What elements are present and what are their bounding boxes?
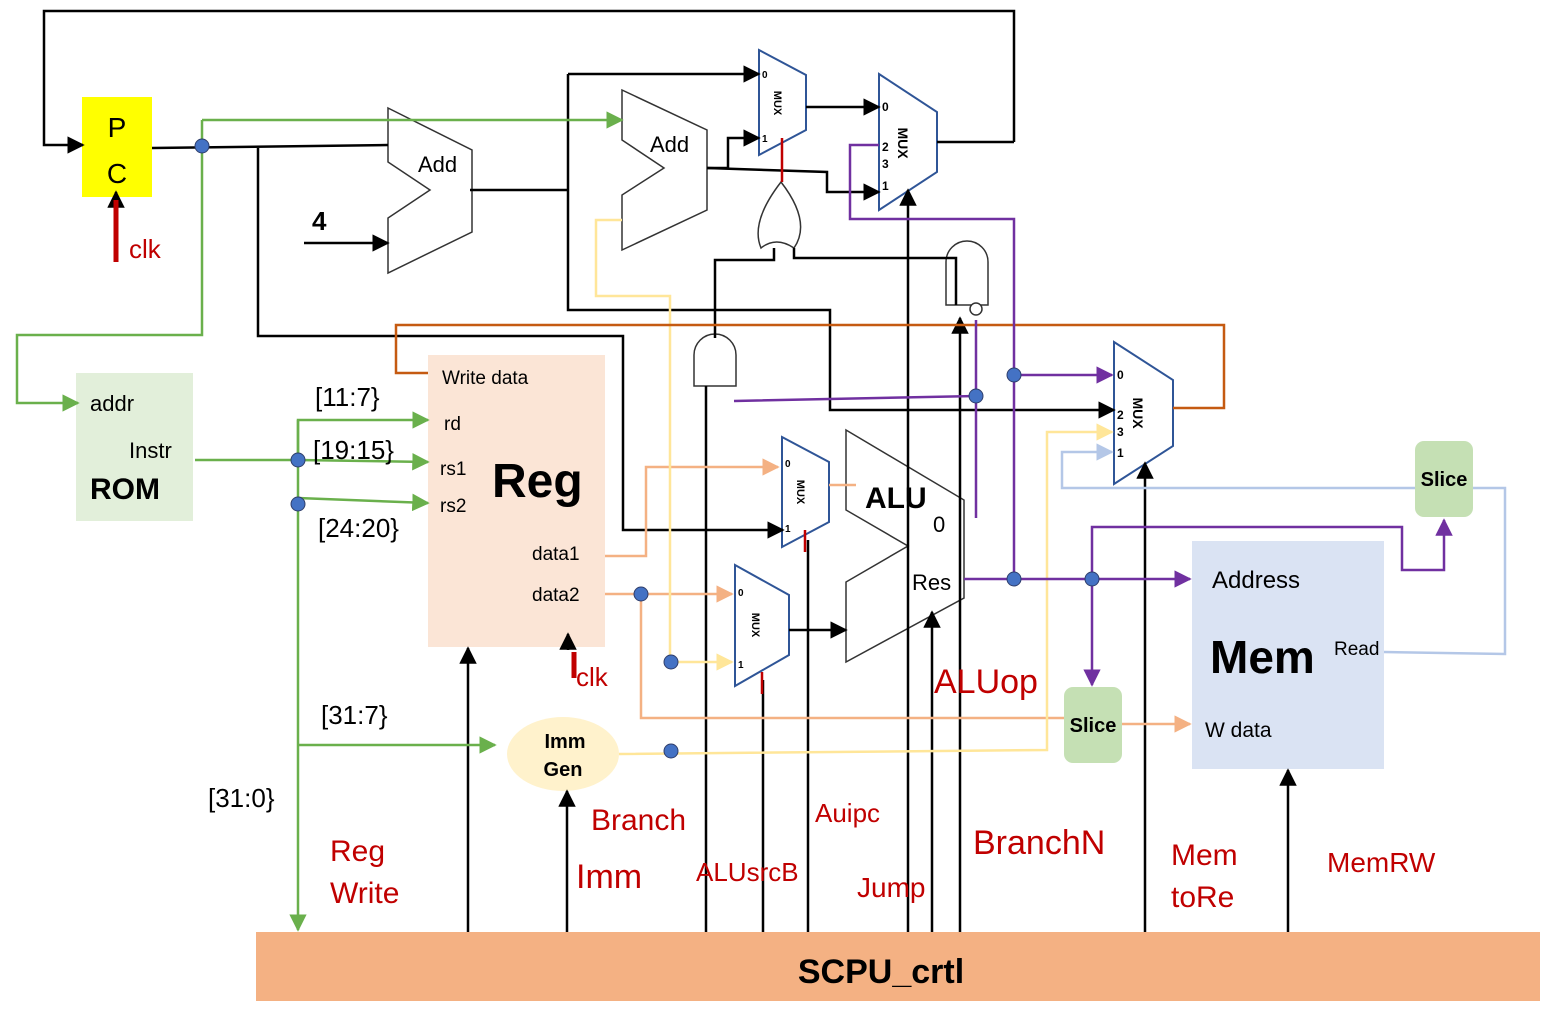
- mux-writeback-port1: 1: [1117, 446, 1124, 460]
- mux-alu-a-port1: 1: [785, 524, 791, 535]
- mux-alu-b-label: MUX: [749, 613, 761, 638]
- mux-branch: [758, 48, 807, 157]
- rom-addr-port: addr: [90, 391, 134, 416]
- mem-address-port: Address: [1212, 567, 1300, 594]
- slice-lower-label: Slice: [1070, 715, 1117, 737]
- pc-label-c: C: [107, 158, 127, 189]
- writeback-wire: [394, 323, 1226, 410]
- mux-alu-a: [781, 435, 830, 549]
- alu-name: ALU: [865, 482, 927, 515]
- adder-pc4-label: Add: [418, 152, 457, 177]
- or-gate: [757, 180, 802, 250]
- adder-branch-label: Add: [650, 132, 689, 157]
- rom-block: [76, 373, 193, 521]
- mux-alu-b-port0: 0: [738, 588, 744, 599]
- signal-jump: Jump: [857, 872, 925, 903]
- control-signal-labels: Reg Write Imm Branch ALUsrcB Auipc Jump …: [330, 663, 1436, 914]
- signal-memtore-2: toRe: [1171, 881, 1234, 914]
- signal-imm: Imm: [576, 858, 642, 896]
- mux-pc-port1: 1: [882, 179, 889, 193]
- signal-auipc: Auipc: [815, 798, 880, 828]
- control-unit: [256, 932, 1540, 1001]
- and-gate-branch: [693, 333, 737, 387]
- mem-name: Mem: [1210, 631, 1315, 683]
- black-wires: [42, 9, 1297, 932]
- alu-zero-port: 0: [933, 512, 945, 537]
- signal-branch: Branch: [591, 804, 686, 837]
- reg-rd-port: rd: [444, 414, 461, 435]
- control-unit-name: SCPU_crtl: [798, 953, 964, 991]
- mux-pc: [878, 72, 938, 212]
- rom-name: ROM: [90, 473, 160, 506]
- signal-memrw: MemRW: [1327, 847, 1436, 878]
- inverter-bubble: [969, 302, 983, 316]
- alu-res-port: Res: [912, 570, 951, 595]
- mux-alu-b-port1: 1: [738, 660, 744, 671]
- mux-writeback: [1113, 340, 1174, 486]
- bits-31-0: [31:0}: [208, 783, 275, 813]
- bits-11-7: [11:7}: [315, 382, 380, 412]
- mux-alu-a-label: MUX: [794, 480, 806, 505]
- reg-file: [428, 355, 605, 647]
- mux-writeback-port0: 0: [1117, 368, 1124, 382]
- signal-regwrite-1: Reg: [330, 835, 385, 868]
- mux-pc-port2: 2: [882, 140, 889, 154]
- imm-gen-line1: Imm: [544, 731, 585, 753]
- reg-clk-label: clk: [576, 662, 609, 692]
- bits-31-7: [31:7}: [321, 700, 388, 730]
- signal-alusrcb: ALUsrcB: [696, 857, 799, 887]
- rom-instr-port: Instr: [129, 438, 172, 463]
- slice-lower: [1064, 687, 1122, 763]
- mux-pc-port0: 0: [882, 100, 889, 114]
- reg-name: Reg: [492, 455, 583, 508]
- pc-label-p: P: [108, 112, 127, 143]
- mux-alu-a-port0: 0: [785, 459, 791, 470]
- and-gate-branchn: [945, 240, 989, 306]
- red-control-stubs: [113, 138, 807, 694]
- reg-rs1-port: rs1: [440, 459, 466, 480]
- blue-wires: [1060, 443, 1507, 656]
- mux-branch-label: MUX: [771, 91, 783, 116]
- yellow-wires: [594, 218, 1114, 756]
- signal-aluop: ALUop: [934, 663, 1038, 701]
- mux-pc-label: MUX: [895, 127, 911, 159]
- adder-pc4: [387, 106, 473, 275]
- adder-branch: [621, 88, 708, 252]
- bits-24-20: [24:20}: [318, 513, 399, 543]
- mem-read-port: Read: [1334, 639, 1379, 660]
- reg-write-data-port: Write data: [442, 368, 529, 389]
- imm-gen-line2: Gen: [544, 759, 583, 781]
- signal-regwrite-2: Write: [330, 877, 399, 910]
- mux-branch-port0: 0: [762, 70, 768, 81]
- mux-branch-port1: 1: [762, 134, 768, 145]
- slice-upper-label: Slice: [1421, 469, 1468, 491]
- signal-memtore-1: Mem: [1171, 839, 1238, 872]
- reg-data1-port: data1: [532, 544, 580, 565]
- mem-wdata-port: W data: [1205, 719, 1272, 742]
- junction-dots: [194, 138, 1100, 759]
- mem-block: [1192, 541, 1384, 769]
- mux-writeback-port3: 3: [1117, 425, 1124, 439]
- pc-register: [82, 97, 152, 197]
- orange-wires: [605, 458, 1192, 733]
- pc-clk-label: clk: [129, 234, 162, 264]
- mux-writeback-label: MUX: [1130, 397, 1146, 429]
- signal-branchn: BranchN: [973, 824, 1105, 862]
- mux-alu-b: [734, 563, 790, 688]
- mux-writeback-port2: 2: [1117, 408, 1124, 422]
- mux-pc-port3: 3: [882, 157, 889, 171]
- slice-upper: [1415, 441, 1473, 517]
- reg-rs2-port: rs2: [440, 496, 466, 517]
- reg-data2-port: data2: [532, 585, 580, 606]
- imm-gen: [507, 717, 619, 791]
- alu: [845, 428, 965, 664]
- const-four: 4: [312, 206, 327, 236]
- bits-19-15: [19:15}: [313, 435, 394, 465]
